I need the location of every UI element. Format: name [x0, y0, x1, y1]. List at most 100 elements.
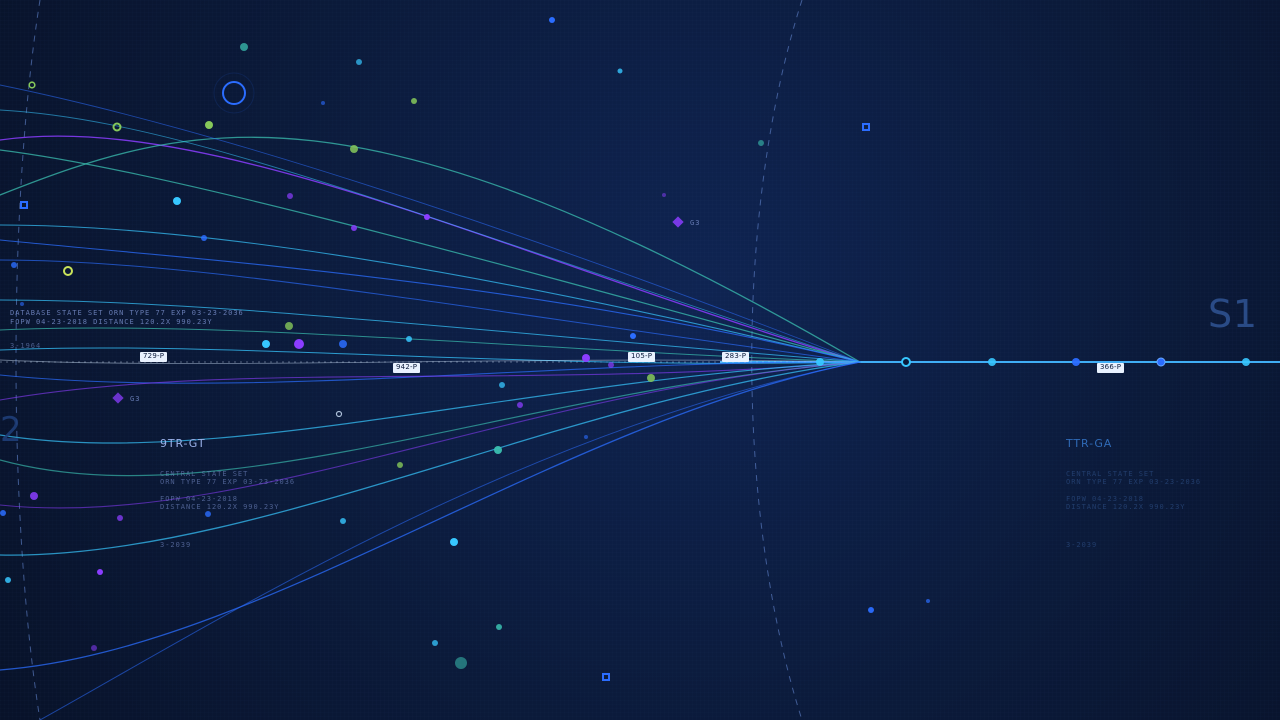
beam-nodes — [816, 357, 1250, 367]
right-panel-line-4: DISTANCE 120.2X 990.23Y — [1066, 503, 1186, 511]
curve — [0, 359, 861, 365]
dot — [450, 538, 458, 546]
beam-node — [901, 357, 911, 367]
g3-left-label: G3 — [130, 395, 141, 403]
dot — [647, 374, 655, 382]
diamond-marker-icon — [112, 392, 124, 404]
dot — [0, 510, 6, 516]
curve — [0, 239, 861, 363]
dot — [406, 336, 412, 342]
beam-node — [816, 358, 824, 366]
dot — [173, 197, 181, 205]
small-ring-icon — [63, 266, 73, 276]
curve — [0, 259, 861, 363]
dot — [868, 607, 874, 613]
dot — [339, 340, 347, 348]
scatter-dots — [0, 17, 930, 669]
small-ring-icon — [112, 122, 122, 132]
dot — [494, 446, 502, 454]
curve — [0, 136, 861, 363]
beam-node — [1156, 357, 1166, 367]
target-ring-glow — [213, 72, 255, 114]
converging-curves — [0, 84, 861, 720]
dot — [340, 518, 346, 524]
dot — [201, 235, 207, 241]
dot — [549, 17, 555, 23]
dot — [287, 193, 293, 199]
left-panel-line-4: DISTANCE 120.2X 990.23Y — [160, 503, 280, 511]
dot — [584, 435, 588, 439]
curve — [39, 361, 861, 720]
top-left-line-2: FOPW 04-23-2018 DISTANCE 120.2X 990.23Y — [10, 318, 213, 326]
dot — [432, 640, 438, 646]
top-left-line-1: DATABASE STATE SET ORN TYPE 77 EXP 03-23… — [10, 309, 244, 317]
dot — [321, 101, 325, 105]
dot — [20, 302, 24, 306]
curve — [0, 84, 861, 363]
dot — [285, 322, 293, 330]
dot — [262, 340, 270, 348]
dot — [350, 145, 358, 153]
curve — [0, 149, 861, 363]
right-panel-line-5: 3-2039 — [1066, 541, 1098, 549]
dot — [351, 225, 357, 231]
dot — [630, 333, 636, 339]
dot — [617, 68, 623, 74]
dot — [397, 462, 403, 468]
dot — [758, 140, 764, 146]
beam-node — [988, 358, 996, 366]
curve — [0, 361, 861, 384]
square-markers — [20, 123, 870, 681]
right-panel-line-3: FOPW 04-23-2018 — [1066, 495, 1144, 503]
right-panel-id: TTR-GA — [1066, 437, 1113, 450]
dot — [455, 657, 467, 669]
g3-right-label: G3 — [690, 219, 701, 227]
left-panel-line-1: CENTRAL STATE SET — [160, 470, 249, 478]
curve — [0, 299, 861, 363]
small-ring-icon — [28, 81, 36, 89]
curve — [0, 224, 861, 363]
left-panel-line-2: ORN TYPE 77 EXP 03-23-2036 — [160, 478, 296, 486]
dot — [11, 262, 17, 268]
dot — [424, 214, 430, 220]
right-dashed-arc — [751, 0, 803, 720]
big-label-left-two: 2 — [0, 410, 23, 450]
dot — [5, 577, 11, 583]
dot — [496, 624, 502, 630]
dot — [30, 492, 38, 500]
dot — [91, 645, 97, 651]
curve — [0, 109, 861, 363]
dot — [499, 382, 505, 388]
curve — [0, 361, 861, 477]
dot — [356, 59, 362, 65]
square-marker-icon — [862, 123, 870, 131]
tag-283p: 283-P — [722, 352, 750, 362]
dot — [205, 511, 211, 517]
curve — [0, 361, 861, 671]
curve — [0, 361, 861, 509]
target-ring-icon — [222, 81, 246, 105]
dot — [517, 402, 523, 408]
curve — [0, 361, 861, 444]
big-label-s1: S1 — [1208, 292, 1258, 336]
curve — [0, 361, 861, 401]
tag-366p: 366-P — [1097, 363, 1125, 373]
beam-node — [1242, 358, 1250, 366]
dot — [294, 339, 304, 349]
curve — [0, 361, 861, 556]
dot — [411, 98, 417, 104]
dot — [117, 515, 123, 521]
dot — [662, 193, 666, 197]
dot — [205, 121, 213, 129]
right-panel-line-1: CENTRAL STATE SET — [1066, 470, 1155, 478]
top-left-line-3: 3-1964 — [10, 342, 42, 350]
dot — [926, 599, 930, 603]
curve — [0, 327, 861, 363]
dot — [582, 354, 590, 362]
left-dashed-arc — [15, 0, 41, 720]
tag-105p: 105-P — [628, 352, 656, 362]
tag-942p: 942-P — [393, 363, 421, 373]
diamond-marker-icon — [672, 216, 684, 228]
left-panel-line-3: FOPW 04-23-2018 — [160, 495, 238, 503]
